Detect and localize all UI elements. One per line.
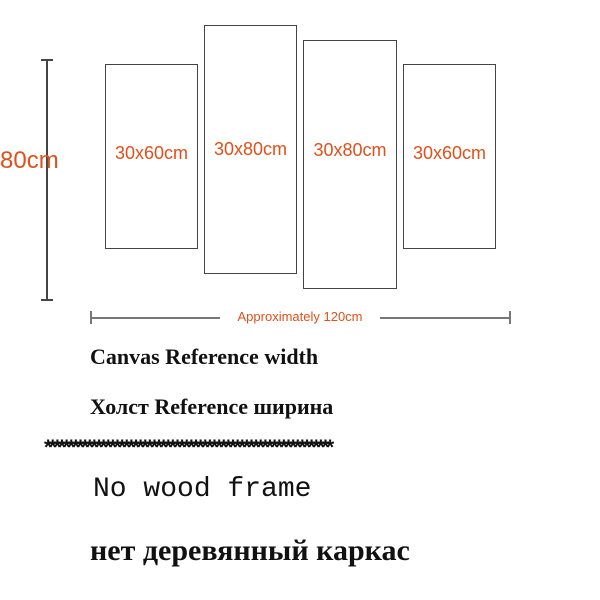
height-label: 80cm bbox=[0, 147, 59, 174]
caption-reference-width-ru: Холст Reference ширина bbox=[90, 394, 334, 419]
height-dimension-line bbox=[46, 59, 48, 301]
canvas-panel-4: 30x60cm bbox=[403, 64, 496, 249]
panel-size-label: 30x80cm bbox=[313, 140, 387, 160]
star-separator: ****************************************… bbox=[44, 437, 334, 458]
canvas-panel-1: 30x60cm bbox=[105, 64, 198, 249]
caption-no-wood-frame-ru: нет деревянный каркас bbox=[90, 534, 410, 567]
canvas-panel-3: 30x80cm bbox=[303, 40, 397, 289]
panel-size-label: 30x60cm bbox=[114, 143, 189, 163]
width-dimension-right-cap bbox=[509, 311, 511, 324]
panel-size-label: 30x60cm bbox=[412, 143, 487, 163]
canvas-panel-2: 30x80cm bbox=[204, 25, 297, 274]
panel-size-label: 30x80cm bbox=[213, 139, 288, 159]
width-label: Approximately 120cm bbox=[220, 309, 380, 324]
height-dimension-bottom-cap bbox=[41, 299, 53, 301]
caption-reference-width: Canvas Reference width bbox=[90, 344, 319, 369]
caption-no-wood-frame: No wood frame bbox=[93, 474, 312, 505]
